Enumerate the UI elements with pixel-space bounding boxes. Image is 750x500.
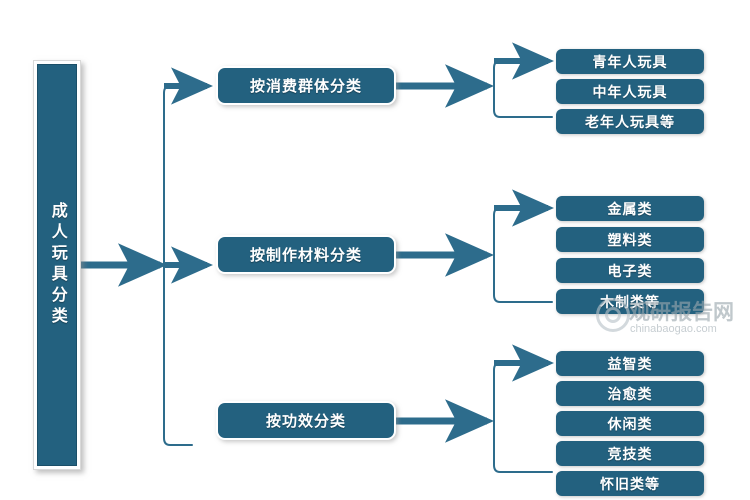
leaf-node[interactable]: 老年人玩具等 (556, 109, 704, 134)
root-node-body: 成人玩具分类 (37, 64, 77, 466)
branch-node-body: 按功效分类 (218, 403, 394, 438)
branch-node-body: 按消费群体分类 (218, 68, 394, 103)
leaf-node-label: 电子类 (607, 264, 653, 280)
branch-node-label: 按功效分类 (265, 414, 346, 430)
leaf-node[interactable]: 竞技类 (556, 441, 704, 466)
leaf-node-label: 休闲类 (607, 417, 653, 433)
leaf-node[interactable]: 电子类 (556, 258, 704, 283)
leaf-node[interactable]: 益智类 (556, 351, 704, 376)
leaf-node-label: 塑料类 (607, 233, 653, 249)
leaf-node-label: 木制类等 (600, 295, 660, 311)
branch-node-material[interactable]: 按制作材料分类 (216, 235, 396, 274)
root-node-label: 成人玩具分类 (48, 202, 66, 328)
branch-node-function[interactable]: 按功效分类 (216, 401, 396, 440)
branch-node-label: 按消费群体分类 (249, 79, 362, 95)
leaf-node-label: 金属类 (607, 202, 653, 218)
leaf-node[interactable]: 中年人玩具 (556, 79, 704, 104)
leaf-node[interactable]: 怀旧类等 (556, 471, 704, 496)
branch-node-consumer-group[interactable]: 按消费群体分类 (216, 66, 396, 105)
root-node[interactable]: 成人玩具分类 (33, 60, 81, 470)
leaf-node[interactable]: 木制类等 (556, 289, 704, 314)
watermark-domain: chinabaogao.com (630, 323, 717, 335)
leaf-node-label: 青年人玩具 (592, 55, 668, 71)
leaf-node-label: 竞技类 (607, 447, 653, 463)
leaf-node[interactable]: 青年人玩具 (556, 49, 704, 74)
leaf-node[interactable]: 金属类 (556, 196, 704, 221)
branch-node-body: 按制作材料分类 (218, 237, 394, 272)
leaf-node-label: 怀旧类等 (600, 477, 660, 493)
leaf-node-label: 治愈类 (607, 387, 653, 403)
leaf-node-label: 老年人玩具等 (585, 115, 675, 131)
leaf-node[interactable]: 治愈类 (556, 381, 704, 406)
leaf-node-label: 益智类 (607, 357, 653, 373)
leaf-node[interactable]: 休闲类 (556, 411, 704, 436)
leaf-node-label: 中年人玩具 (592, 85, 668, 101)
leaf-node[interactable]: 塑料类 (556, 227, 704, 252)
branch-node-label: 按制作材料分类 (249, 248, 362, 264)
